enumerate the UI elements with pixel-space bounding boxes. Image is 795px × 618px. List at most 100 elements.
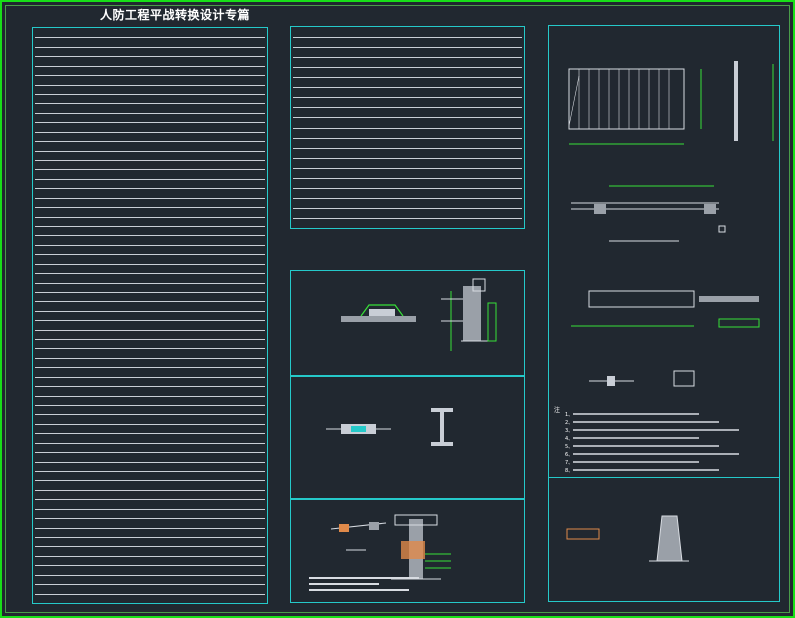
table-row-line — [35, 443, 265, 444]
table-row-line — [35, 141, 265, 142]
table-row-line — [35, 66, 265, 67]
table-row-line — [35, 56, 265, 57]
table-row-line — [35, 198, 265, 199]
table-row-line — [35, 245, 265, 246]
note-item: 5、 — [565, 444, 573, 450]
small-detail-block-2 — [673, 370, 695, 387]
note-item: 1、 — [565, 412, 573, 418]
sill-block — [369, 309, 395, 316]
table-row-line — [293, 107, 522, 108]
column-infill — [401, 541, 425, 559]
table-row-line — [35, 301, 265, 302]
table-row-line — [35, 75, 265, 76]
table-row-line — [35, 509, 265, 510]
table-row-line — [35, 452, 265, 453]
table-row-line — [293, 37, 522, 38]
drawing-title: 人防工程平战转换设计专篇 — [100, 8, 251, 22]
table-row-line — [35, 207, 265, 208]
detail-panel-steel-beam — [290, 375, 525, 500]
table-row-line — [293, 77, 522, 78]
note-item: 7、 — [565, 460, 573, 466]
table-row-line — [35, 396, 265, 397]
wall-section — [463, 286, 481, 341]
table-row-line — [35, 179, 265, 180]
table-row-line — [293, 87, 522, 88]
pier-section — [656, 515, 683, 562]
table-row-line — [35, 471, 265, 472]
table-row-line — [35, 254, 265, 255]
drawing-inner-frame — [5, 5, 790, 613]
table-row-line — [35, 377, 265, 378]
table-row-line — [35, 235, 265, 236]
table-row-line — [293, 47, 522, 48]
small-detail-block-1 — [607, 376, 615, 386]
side-section — [734, 61, 738, 141]
table-row-line — [35, 339, 265, 340]
table-row-line — [293, 128, 522, 129]
rebar-detail-box — [718, 318, 760, 328]
detail-panel-wall-opening — [290, 270, 525, 377]
table-row-line — [35, 528, 265, 529]
joint-marker-1 — [339, 524, 349, 532]
table-row-line — [35, 518, 265, 519]
notes-heading: 注 — [554, 406, 560, 414]
table-row-line — [293, 198, 522, 199]
table-row-line — [293, 117, 522, 118]
table-row-line — [35, 480, 265, 481]
beam-support-right — [704, 204, 716, 214]
right-detail-panel: 注 1、2、3、4、5、6、7、8、 — [548, 25, 780, 478]
table-row-line — [35, 433, 265, 434]
foundation-detail-drawing — [309, 514, 451, 591]
table-row-line — [293, 97, 522, 98]
table-row-line — [293, 138, 522, 139]
table-row-line — [35, 386, 265, 387]
note-item: 3、 — [565, 428, 573, 434]
left-schedule-table — [32, 27, 268, 604]
table-row-line — [35, 537, 265, 538]
table-row-line — [35, 320, 265, 321]
table-row-line — [293, 57, 522, 58]
table-row-line — [35, 367, 265, 368]
raised-sill-outline — [360, 304, 404, 317]
table-row-line — [35, 283, 265, 284]
table-row-line — [35, 424, 265, 425]
bottom-right-detail-drawing — [566, 515, 689, 562]
table-row-line — [35, 273, 265, 274]
joint-marker-2 — [369, 522, 379, 530]
table-row-line — [35, 226, 265, 227]
legend-bar-3 — [309, 589, 409, 591]
table-row-line — [293, 188, 522, 189]
wall-cap — [472, 278, 486, 292]
bottom-legend-box — [566, 528, 600, 540]
table-row-line — [35, 311, 265, 312]
table-row-line — [35, 151, 265, 152]
table-row-line — [293, 148, 522, 149]
plate-outline — [588, 290, 695, 308]
table-row-line — [35, 47, 265, 48]
table-row-line — [35, 122, 265, 123]
legend-bar-2 — [309, 583, 379, 585]
elevation-frame — [568, 68, 685, 130]
table-row-line — [35, 594, 265, 595]
note-item: 6、 — [565, 452, 573, 458]
table-row-line — [35, 546, 265, 547]
table-row-line — [35, 565, 265, 566]
i-section-web — [440, 412, 444, 442]
elevation-hatch — [568, 69, 670, 129]
right-detail-drawing: 注 1、2、3、4、5、6、7、8、 — [554, 61, 774, 474]
table-row-line — [35, 85, 265, 86]
legend-bar-1 — [309, 577, 419, 579]
table-row-line — [35, 462, 265, 463]
table-row-line — [35, 188, 265, 189]
notes-list: 1、2、3、4、5、6、7、8、 — [565, 412, 739, 474]
table-row-line — [35, 292, 265, 293]
column-cap — [394, 514, 438, 526]
wall-opening-detail-drawing — [341, 278, 497, 351]
table-row-line — [35, 264, 265, 265]
floor-slab — [341, 316, 416, 322]
beam-support-left — [594, 204, 606, 214]
table-row-line — [35, 358, 265, 359]
note-item: 2、 — [565, 420, 573, 426]
i-section-top-flange — [431, 408, 453, 412]
bottom-right-detail-panel — [548, 477, 780, 602]
